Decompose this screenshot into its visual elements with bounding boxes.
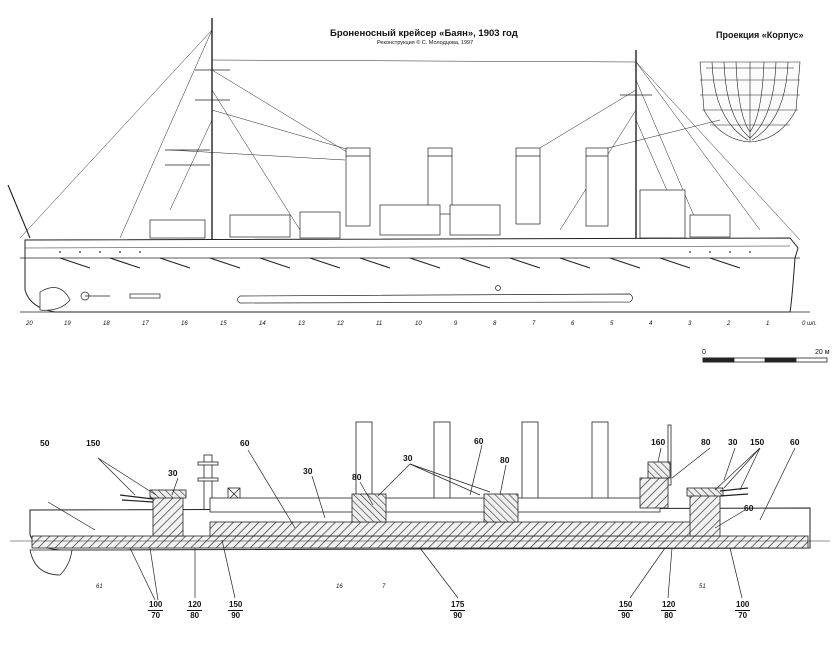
armor-callout: 50 — [40, 438, 50, 448]
frame-label: 4 — [649, 321, 653, 327]
frame-label: 3 — [688, 321, 692, 327]
armor-callout: 150 — [750, 437, 765, 447]
frame-label: 11 — [376, 321, 383, 327]
armor-callout: 30 — [303, 466, 313, 476]
armor-callout: 60 — [240, 438, 250, 448]
frame-label: 12 — [337, 321, 344, 327]
armor-callout: 80 — [701, 437, 711, 447]
armor-callout: 80 — [500, 455, 510, 465]
armor-callout: 80 — [352, 472, 362, 482]
frame-label: 13 — [298, 321, 305, 327]
drawing-subtitle: Реконструкция © С. Молодцова, 1997 — [377, 40, 474, 46]
armor-callout: 60 — [790, 437, 800, 447]
frame-mark: 61 — [96, 584, 103, 590]
frame-label: 17 — [142, 321, 149, 327]
frame-label: 20 — [26, 321, 33, 327]
armor-callout: 60 — [744, 503, 754, 513]
armor-callout: 30 — [728, 437, 738, 447]
frame-label: 6 — [571, 321, 575, 327]
frame-label: 14 — [259, 321, 266, 327]
body-plan — [699, 61, 801, 143]
projection-label: Проекция «Корпус» — [716, 30, 804, 40]
frame-label: 8 — [493, 321, 497, 327]
frame-label: 16 — [181, 321, 188, 327]
frame-label: 1 — [766, 321, 770, 327]
frame-mark: 16 — [336, 584, 343, 590]
armor-callout: 160 — [651, 437, 666, 447]
ship-profile — [7, 18, 810, 313]
frame-label: 19 — [64, 321, 71, 327]
drawing-title: Броненосный крейсер «Баян», 1903 год — [330, 28, 518, 39]
armor-scheme — [10, 421, 830, 601]
scale-end-label: 20 м — [815, 349, 830, 356]
frame-label: 2 — [727, 321, 731, 327]
scale-start-label: 0 — [702, 349, 706, 356]
armor-callout: 30 — [403, 453, 413, 463]
frame-label: 15 — [220, 321, 227, 327]
frame-mark: 51 — [699, 584, 706, 590]
armor-callout: 60 — [474, 436, 484, 446]
frame-label: 0 шп. — [802, 321, 817, 327]
frame-label: 5 — [610, 321, 614, 327]
armor-callout: 150 — [86, 438, 101, 448]
frame-label: 10 — [415, 321, 422, 327]
armor-callout: 30 — [168, 468, 178, 478]
frame-mark: 7 — [382, 584, 386, 590]
frame-label: 9 — [454, 321, 458, 327]
frame-label: 18 — [103, 321, 110, 327]
frame-label: 7 — [532, 321, 536, 327]
scale-bar — [702, 357, 828, 363]
